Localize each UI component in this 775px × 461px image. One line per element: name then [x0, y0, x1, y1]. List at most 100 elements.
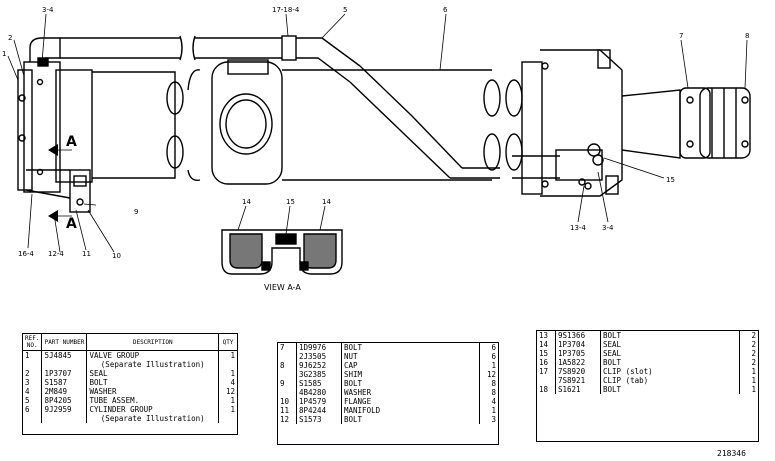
callout-17-18-4: 17-18-4 — [272, 6, 300, 14]
quantity: 3 — [491, 415, 496, 424]
callout-3-4-right: 3-4 — [602, 224, 614, 232]
description: BOLT — [341, 415, 480, 424]
ref-no: 14 — [537, 340, 556, 349]
end-cap — [679, 87, 751, 159]
callout-11: 11 — [82, 250, 91, 258]
callout-10: 10 — [112, 252, 121, 260]
description: CLIP (slot) — [600, 367, 740, 376]
section-mark-lower: A — [66, 216, 77, 232]
header-qty: QTY — [218, 334, 237, 351]
ref-no — [278, 370, 297, 379]
description: SHIM — [341, 370, 480, 379]
description: SEAL — [600, 349, 740, 358]
description: NUT — [341, 352, 480, 361]
part-number: 1A5822 — [555, 358, 601, 367]
description-note: (Separate Illustration) — [86, 414, 219, 423]
tube-assembly — [60, 35, 560, 179]
quantity: 2 — [751, 349, 756, 358]
part-number: 1D9976 — [296, 343, 342, 352]
ref-no: 7 — [278, 343, 297, 352]
table-row: 12 S1573 BOLT 3 — [278, 415, 498, 424]
quantity: 8 — [491, 388, 496, 397]
quantity: 4 — [230, 378, 235, 387]
description: VALVE GROUP — [86, 350, 219, 360]
description: WASHER — [86, 387, 219, 396]
callout-12-4: 12-4 — [48, 250, 64, 258]
ref-no: 5 — [23, 396, 43, 405]
callout-13-4: 13-4 — [570, 224, 586, 232]
parts-table-1: REF. NO. PART NUMBER DESCRIPTION QTY 1 5… — [22, 333, 238, 435]
quantity: 1 — [230, 369, 235, 378]
callout-9: 9 — [134, 208, 138, 216]
table-row: 7S8921 CLIP (tab) 1 — [537, 376, 758, 385]
description: SEAL — [86, 369, 219, 378]
table-row: 1 5J4845 VALVE GROUP 1 — [23, 350, 237, 360]
description: BOLT — [86, 378, 219, 387]
view-label: VIEW A-A — [264, 283, 301, 292]
description: WASHER — [341, 388, 480, 397]
table-row: 14 1P3704 SEAL 2 — [537, 340, 758, 349]
table-row: 13 9S1366 BOLT 2 — [537, 331, 758, 340]
part-number: 7S8921 — [555, 376, 601, 385]
ref-no: 15 — [537, 349, 556, 358]
quantity: 1 — [751, 376, 756, 385]
header-part-number: PART NUMBER — [41, 334, 88, 351]
table-row: 15 1P3705 SEAL 2 — [537, 349, 758, 358]
illustration-number: 218346 — [717, 449, 746, 458]
description: BOLT — [600, 331, 740, 340]
quantity: 12 — [486, 370, 496, 379]
part-number: S1621 — [555, 385, 601, 394]
ref-no — [278, 352, 297, 361]
parts-table-3: 13 9S1366 BOLT 2 14 1P3704 SEAL 2 15 1P3… — [536, 330, 759, 442]
table-row: 7 1D9976 BOLT 6 — [278, 343, 498, 352]
table-row: 17 7S8920 CLIP (slot) 1 — [537, 367, 758, 376]
section-view-aa — [221, 229, 343, 275]
part-number: 9J2959 — [41, 405, 88, 414]
callout-2: 2 — [8, 34, 12, 42]
header-ref: REF. NO. — [23, 334, 43, 351]
ref-no: 4 — [23, 387, 43, 396]
table-row: 9 S1585 BOLT 8 — [278, 379, 498, 388]
header-description: DESCRIPTION — [86, 334, 219, 351]
quantity: 1 — [230, 405, 235, 414]
table-row: 3G2385 SHIM 12 — [278, 370, 498, 379]
part-number: 3G2385 — [296, 370, 342, 379]
valve-group — [17, 37, 93, 193]
quantity: 8 — [491, 379, 496, 388]
part-number: 1P3704 — [555, 340, 601, 349]
quantity: 1 — [491, 406, 496, 415]
part-number: 1P3707 — [41, 369, 88, 378]
part-number: S1573 — [296, 415, 342, 424]
part-number: 2J3505 — [296, 352, 342, 361]
part-number: 5J4845 — [41, 350, 88, 360]
callout-15-view: 15 — [286, 198, 295, 206]
part-number: 8P4205 — [41, 396, 88, 405]
table-row: 5 8P4205 TUBE ASSEM. 1 — [23, 396, 237, 405]
ref-no: 6 — [23, 405, 43, 414]
description: CLIP (tab) — [600, 376, 740, 385]
quantity: 4 — [491, 397, 496, 406]
callout-7: 7 — [679, 32, 683, 40]
table-row: 2J3505 NUT 6 — [278, 352, 498, 361]
description: TUBE ASSEM. — [86, 396, 219, 405]
part-number: S1585 — [296, 379, 342, 388]
callout-14-left: 14 — [242, 198, 251, 206]
ref-no: 3 — [23, 378, 43, 387]
ref-no: 9 — [278, 379, 297, 388]
callout-6: 6 — [443, 6, 448, 14]
description: CAP — [341, 361, 480, 370]
part-number: 2M849 — [41, 387, 88, 396]
description: MANIFOLD — [341, 406, 480, 415]
description-note: (Separate Illustration) — [86, 360, 219, 369]
description: FLANGE — [341, 397, 480, 406]
callout-16-4: 16-4 — [18, 250, 34, 258]
quantity: 1 — [230, 351, 235, 360]
quantity: 1 — [491, 361, 496, 370]
parts-table-2: 7 1D9976 BOLT 6 2J3505 NUT 6 8 9J6252 CA… — [277, 342, 499, 445]
table-row: 3 S1587 BOLT 4 — [23, 378, 237, 387]
callout-1: 1 — [2, 50, 6, 58]
ref-no: 17 — [537, 367, 556, 376]
ref-no — [278, 388, 297, 397]
quantity: 1 — [230, 396, 235, 405]
table-row: 10 1P4579 FLANGE 4 — [278, 397, 498, 406]
